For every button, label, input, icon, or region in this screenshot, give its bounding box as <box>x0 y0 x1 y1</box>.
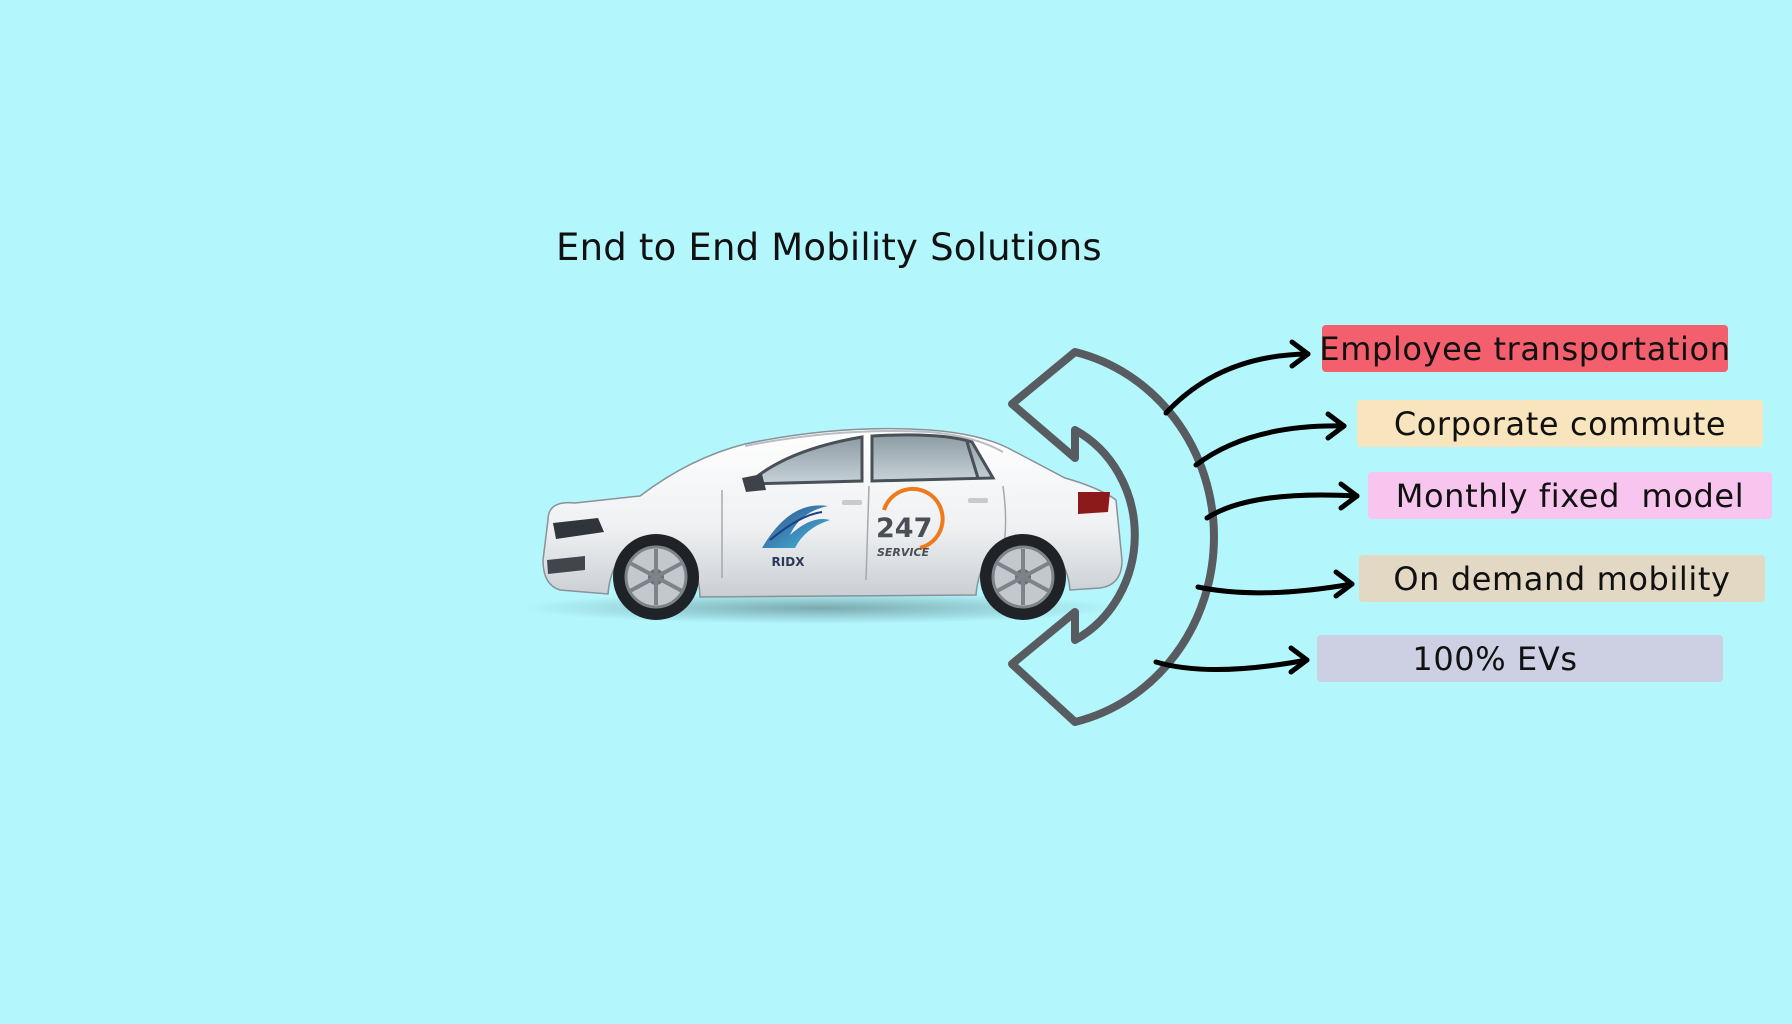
arrow-on-demand-mobility <box>1195 569 1355 599</box>
service-number-text: 247 <box>876 513 932 544</box>
ridx-brand-text: RIDX <box>772 555 806 569</box>
service-247-logo: 247 SERVICE <box>876 486 945 559</box>
arrow-corporate-commute <box>1193 411 1347 468</box>
service-label-text: SERVICE <box>877 546 930 559</box>
arrow-monthly-fixed-model <box>1204 481 1360 521</box>
solution-tag-on-demand-mobility: On demand mobility <box>1359 555 1765 602</box>
ridx-logo: RIDX <box>762 505 830 569</box>
solution-tag-100-evs: 100% EVs <box>1317 635 1723 682</box>
arrow-100-evs <box>1153 645 1310 675</box>
solution-tag-employee-transportation: Employee transportation <box>1319 325 1730 372</box>
solution-tag-monthly-fixed-model: Monthly fixed model <box>1368 472 1772 519</box>
rear-wheel <box>980 534 1066 620</box>
arrow-employee-transportation <box>1163 339 1311 416</box>
page-title: End to End Mobility Solutions <box>556 226 1102 269</box>
front-wheel <box>613 534 699 620</box>
cycle-arrow-icon <box>1008 348 1218 726</box>
car-image: RIDX 247 SERVICE <box>520 427 1123 624</box>
solution-tag-corporate-commute: Corporate commute <box>1357 400 1763 447</box>
